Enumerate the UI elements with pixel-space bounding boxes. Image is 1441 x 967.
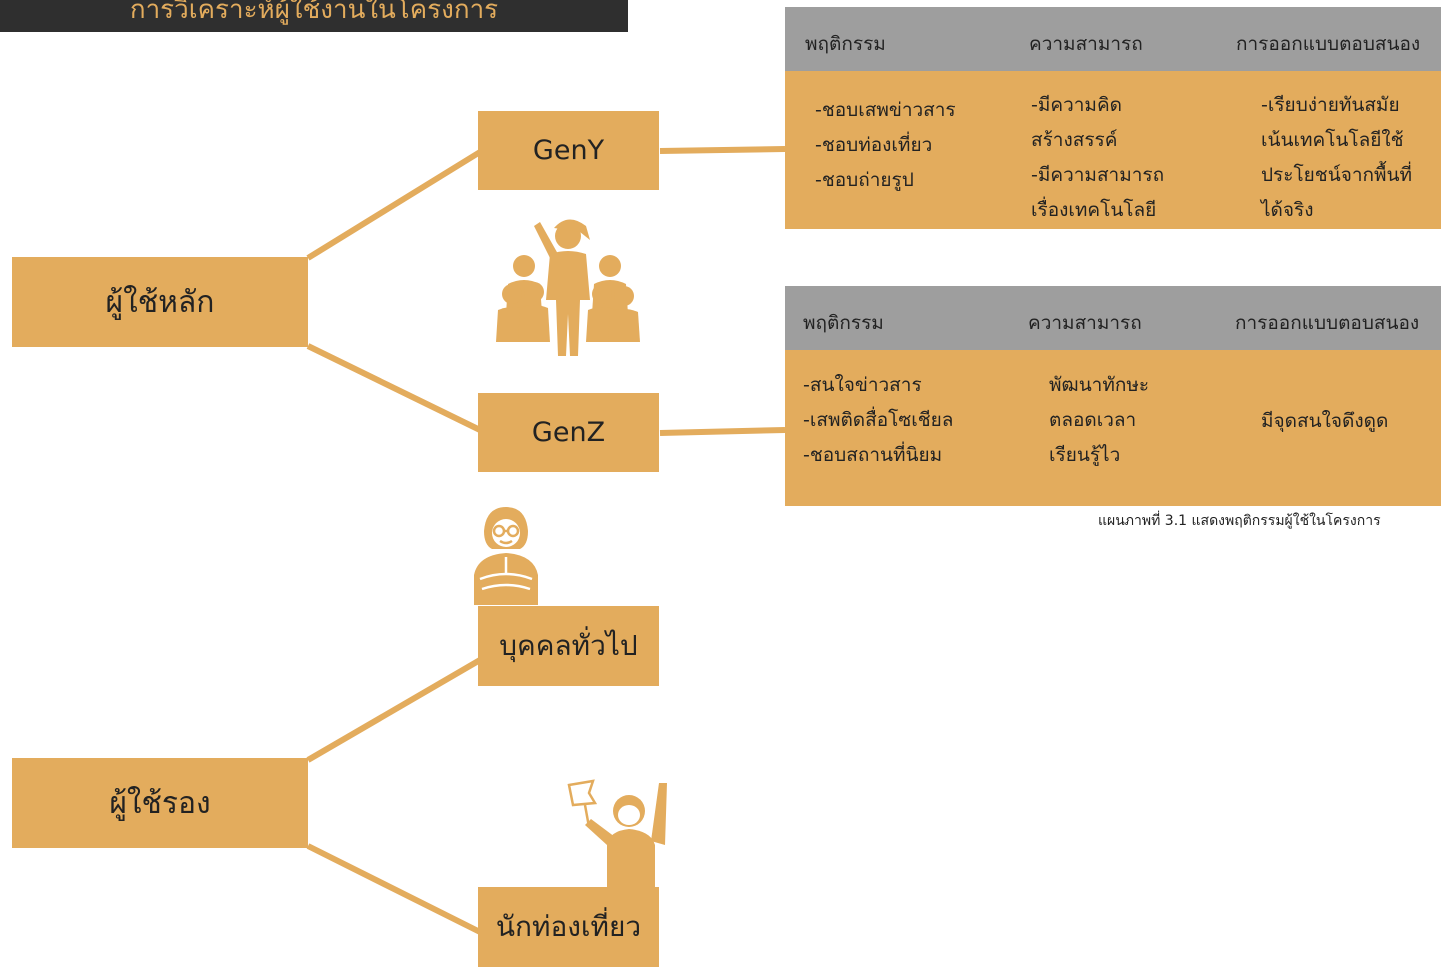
secondary-users-box: ผู้ใช้รอง [12,758,308,848]
table-header: พฤติกรรม ความสามารถ การออกแบบตอบสนอง [785,7,1441,71]
genz-behavior-table: พฤติกรรม ความสามารถ การออกแบบตอบสนอง -สน… [785,286,1441,506]
list-item: เรียนรู้ไว [1049,444,1121,466]
figure-caption: แผนภาพที่ 3.1 แสดงพฤติกรรมผู้ใช้ในโครงกา… [1098,513,1381,529]
list-item: -ชอบสถานที่นิยม [803,444,943,466]
list-item: -ชอบถ่ายรูป [815,169,914,191]
list-item: -มีความสามารถ [1031,164,1165,186]
general-public-label: บุคคลทั่วไป [499,629,638,662]
connector-secondary-tourist [306,843,482,935]
secondary-users-label: ผู้ใช้รอง [109,785,211,821]
connector-genz-table [659,427,786,436]
tourist-label: นักท่องเที่ยว [495,910,642,943]
header-ability: ความสามารถ [1029,33,1143,55]
tourist-with-flag-icon [567,779,667,887]
list-item: ประโยชน์จากพื้นที่ [1261,164,1413,186]
list-item: -เสพติดสื่อโซเชียล [803,409,954,431]
geny-label: GenY [532,135,605,166]
geny-box: GenY [478,111,659,190]
list-item: เน้นเทคโนโลยีใช้ [1261,129,1404,151]
general-public-box: บุคคลทั่วไป [478,606,659,686]
genz-box: GenZ [478,393,659,472]
header-ability: ความสามารถ [1028,312,1142,334]
page-title: การวิเคราะห์ผู้ใช้งานในโครงการ [0,0,628,32]
header-design: การออกแบบตอบสนอง [1236,33,1421,55]
connector-primary-genz [306,343,482,433]
table-header: พฤติกรรม ความสามารถ การออกแบบตอบสนอง [785,286,1441,350]
behavior-cell: -ชอบเสพข่าวสาร -ชอบท่องเที่ยว -ชอบถ่ายรู… [815,93,956,198]
table-body: -ชอบเสพข่าวสาร -ชอบท่องเที่ยว -ชอบถ่ายรู… [785,71,1441,229]
list-item: ได้จริง [1261,199,1314,221]
ability-cell: -มีความคิด สร้างสรรค์ -มีความสามารถ เรื่… [1031,88,1164,228]
ability-cell: พัฒนาทักษะ ตลอดเวลา เรียนรู้ไว [1049,368,1149,473]
list-item: -ชอบเสพข่าวสาร [815,99,956,121]
primary-users-label: ผู้ใช้หลัก [105,284,215,320]
list-item: -ชอบท่องเที่ยว [815,134,933,156]
design-cell: -เรียบง่ายทันสมัย เน้นเทคโนโลยีใช้ ประโย… [1261,88,1412,228]
list-item: ตลอดเวลา [1049,409,1137,431]
list-item: พัฒนาทักษะ [1049,374,1150,396]
connector-geny-table [659,146,786,154]
connector-secondary-general [306,657,482,763]
header-design: การออกแบบตอบสนอง [1235,312,1420,334]
header-behavior: พฤติกรรม [803,312,884,334]
design-cell: มีจุดสนใจดึงดูด [1261,404,1388,439]
person-arms-crossed-icon [474,507,538,605]
list-item: มีจุดสนใจดึงดูด [1261,410,1389,432]
list-item: -เรียบง่ายทันสมัย [1261,94,1400,116]
genz-label: GenZ [531,417,606,448]
geny-behavior-table: พฤติกรรม ความสามารถ การออกแบบตอบสนอง -ชอ… [785,7,1441,229]
tourist-box: นักท่องเที่ยว [478,887,659,967]
list-item: -มีความคิด [1031,94,1123,116]
primary-users-box: ผู้ใช้หลัก [12,257,308,347]
list-item: -สนใจข่าวสาร [803,374,922,396]
header-behavior: พฤติกรรม [805,33,886,55]
list-item: สร้างสรรค์ [1031,129,1118,151]
table-body: -สนใจข่าวสาร -เสพติดสื่อโซเชียล -ชอบสถาน… [785,350,1441,506]
connector-primary-geny [306,149,482,261]
people-group-icon [496,219,640,356]
list-item: เรื่องเทคโนโลยี [1031,199,1157,221]
behavior-cell: -สนใจข่าวสาร -เสพติดสื่อโซเชียล -ชอบสถาน… [803,368,953,473]
